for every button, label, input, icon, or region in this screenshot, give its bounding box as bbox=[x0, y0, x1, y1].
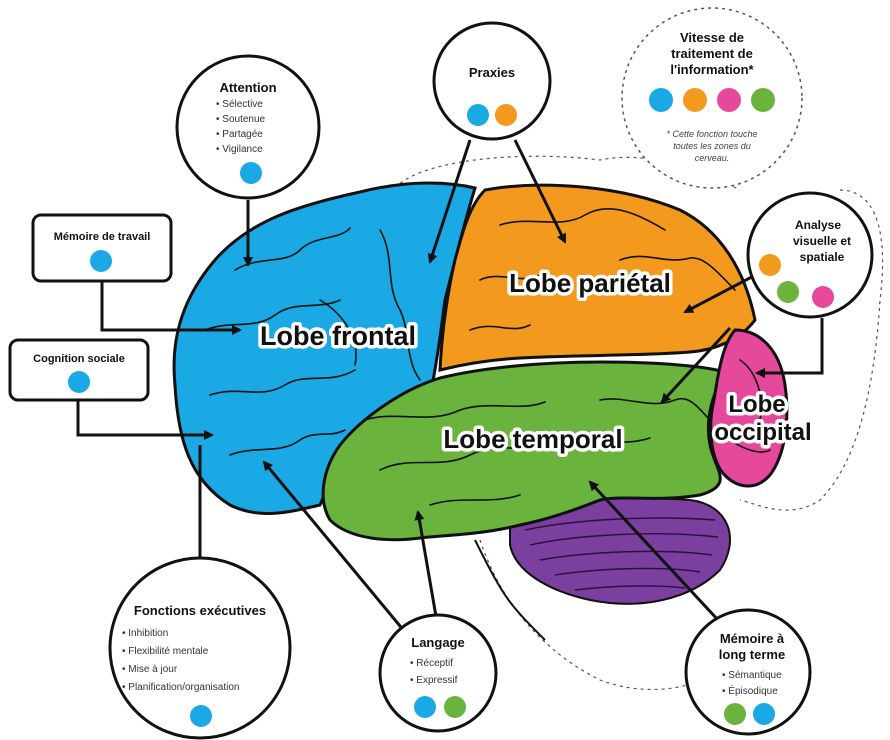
vitesse-note-line: * Cette fonction touche bbox=[666, 129, 757, 139]
memoire-travail-title: Mémoire de travail bbox=[54, 231, 151, 243]
arrow-praxies-frontal bbox=[427, 139, 472, 264]
analyse-dot-occipital bbox=[812, 286, 834, 308]
fonctions-item: • Inhibition bbox=[122, 628, 168, 639]
langage-item: • Expressif bbox=[410, 675, 458, 686]
analyse-title-line: Analyse bbox=[795, 218, 841, 232]
brain-folds bbox=[204, 207, 771, 506]
attention-item: • Vigilance bbox=[216, 144, 263, 155]
memoire-lt-dot-temporal bbox=[724, 703, 746, 725]
memoire-lt-title-line: long terme bbox=[719, 647, 785, 662]
memoire-lt-title-line: Mémoire à bbox=[720, 631, 785, 646]
analyse-box: Analyse visuelle et spatiale bbox=[746, 191, 874, 319]
fonctions-circle bbox=[108, 556, 292, 740]
cognition-sociale-title: Cognition sociale bbox=[33, 353, 125, 365]
parietal-lobe bbox=[438, 183, 757, 372]
connectors bbox=[76, 139, 824, 633]
analyse-dot-temporal bbox=[777, 281, 799, 303]
vitesse-box: Vitesse de traitement de l'information* … bbox=[621, 7, 803, 189]
memoire-travail-rect bbox=[31, 213, 173, 283]
cognition-sociale-dot-frontal bbox=[68, 371, 90, 393]
occipital-lobe bbox=[709, 328, 789, 488]
arrow-cognition-sociale bbox=[76, 400, 214, 440]
praxies-title: Praxies bbox=[469, 65, 515, 80]
vitesse-title-line: Vitesse de bbox=[680, 30, 744, 45]
attention-circle bbox=[175, 54, 321, 200]
temporal-lobe bbox=[321, 360, 728, 542]
label-lobe-occipital-line1: Lobe bbox=[728, 391, 785, 418]
praxies-circle bbox=[432, 21, 552, 141]
memoire-lt-dot-frontal bbox=[753, 703, 775, 725]
attention-box: Attention • Sélective • Soutenue • Parta… bbox=[175, 54, 321, 200]
arrow-analyse-temporal bbox=[660, 326, 732, 404]
langage-title: Langage bbox=[411, 635, 464, 650]
vitesse-title-line: l'information* bbox=[670, 62, 754, 77]
arrow-analyse-occipital bbox=[755, 318, 824, 378]
memoire-lt-item: • Épisodique bbox=[722, 684, 778, 697]
fonctions-item: • Flexibilité mentale bbox=[122, 646, 209, 657]
vitesse-dot-frontal bbox=[649, 88, 673, 112]
cognition-sociale-box: Cognition sociale bbox=[8, 338, 150, 402]
vitesse-dot-parietal bbox=[683, 88, 707, 112]
langage-box: Langage • Réceptif • Expressif bbox=[378, 613, 498, 733]
memoire-lt-item: • Sémantique bbox=[722, 670, 782, 681]
attention-item: • Partagée bbox=[216, 129, 263, 140]
cerebellum-lines bbox=[524, 517, 719, 591]
langage-circle bbox=[378, 613, 498, 733]
analyse-title-line: visuelle et bbox=[793, 234, 851, 248]
label-lobe-occipital-line2: occipital bbox=[714, 419, 811, 446]
langage-dot-temporal bbox=[444, 696, 466, 718]
fonctions-item: • Planification/organisation bbox=[122, 682, 239, 693]
lobe-labels: Lobe frontal Lobe pariétal Lobe temporal… bbox=[257, 265, 816, 458]
arrow-memoire-lt bbox=[588, 480, 720, 622]
brainstem bbox=[474, 539, 546, 641]
memoire-travail-box: Mémoire de travail bbox=[31, 213, 173, 283]
praxies-box: Praxies bbox=[432, 21, 552, 141]
arrow-praxies-parietal bbox=[513, 139, 567, 244]
fonctions-dot-frontal bbox=[190, 705, 212, 727]
memoire-lt-box: Mémoire à long terme • Sémantique • Épis… bbox=[684, 608, 812, 736]
vitesse-dot-temporal bbox=[751, 88, 775, 112]
praxies-dot-frontal bbox=[467, 104, 489, 126]
label-lobe-temporal: Lobe temporal bbox=[443, 424, 622, 454]
analyse-dot-parietal bbox=[759, 254, 781, 276]
vitesse-dot-occipital bbox=[717, 88, 741, 112]
cognition-sociale-rect bbox=[8, 338, 150, 402]
langage-item: • Réceptif bbox=[410, 658, 453, 669]
attention-item: • Soutenue bbox=[216, 114, 266, 125]
fonctions-item: • Mise à jour bbox=[122, 664, 178, 675]
praxies-dot-parietal bbox=[495, 104, 517, 126]
vitesse-note-line: cerveau. bbox=[695, 153, 730, 163]
vitesse-note-line: toutes les zones du bbox=[673, 141, 751, 151]
attention-dot-frontal bbox=[240, 162, 262, 184]
arrow-langage-frontal bbox=[262, 460, 407, 633]
arrow-langage-temporal bbox=[414, 510, 440, 629]
vitesse-circle bbox=[621, 7, 803, 189]
label-lobe-frontal: Lobe frontal bbox=[260, 321, 416, 351]
fonctions-title: Fonctions exécutives bbox=[134, 603, 266, 618]
attention-title: Attention bbox=[219, 80, 276, 95]
attention-item: • Sélective bbox=[216, 99, 263, 110]
arrow-memoire-travail bbox=[100, 282, 242, 335]
label-lobe-parietal: Lobe pariétal bbox=[509, 268, 671, 298]
analyse-title-line: spatiale bbox=[800, 250, 845, 264]
vitesse-title-line: traitement de bbox=[671, 46, 753, 61]
langage-dot-frontal bbox=[414, 696, 436, 718]
fonctions-box: Fonctions exécutives • Inhibition • Flex… bbox=[108, 556, 292, 740]
memoire-lt-circle bbox=[684, 608, 812, 736]
memoire-travail-dot-frontal bbox=[90, 250, 112, 272]
brain bbox=[172, 181, 789, 641]
